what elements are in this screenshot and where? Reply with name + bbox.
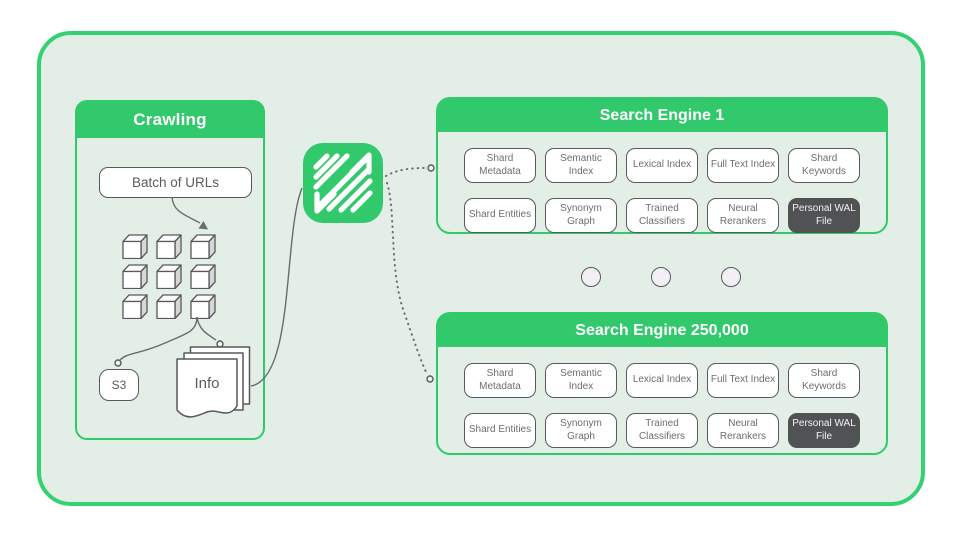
- chip-shard-entities: Shard Entities: [464, 198, 536, 233]
- cube-grid: [122, 234, 216, 319]
- cube-icon: [190, 234, 216, 259]
- chip-trained-classifiers: Trained Classifiers: [626, 198, 698, 233]
- chip-lexical-index: Lexical Index: [626, 148, 698, 183]
- chip-shard-keywords: Shard Keywords: [788, 148, 860, 183]
- chip-semantic-index: Semantic Index: [545, 363, 617, 398]
- chip-personal-wal-file: Personal WAL File: [788, 413, 860, 448]
- chip-personal-wal-file: Personal WAL File: [788, 198, 860, 233]
- diagonal-stripes-logo: [303, 143, 383, 223]
- cube-icon: [122, 264, 148, 289]
- chip-synonym-graph: Synonym Graph: [545, 413, 617, 448]
- chip-semantic-index: Semantic Index: [545, 148, 617, 183]
- engine-1-chip-row-1: Shard Metadata Semantic Index Lexical In…: [438, 148, 886, 183]
- ellipsis-circle: [721, 267, 741, 287]
- cube-icon: [190, 264, 216, 289]
- chip-shard-entities: Shard Entities: [464, 413, 536, 448]
- crawling-panel: Crawling Batch of URLs S3: [75, 100, 265, 440]
- search-engine-250000-panel: Search Engine 250,000 Shard Metadata Sem…: [436, 312, 888, 455]
- ellipsis-circle: [651, 267, 671, 287]
- crawling-header: Crawling: [77, 102, 263, 138]
- chip-neural-rerankers: Neural Rerankers: [707, 198, 779, 233]
- info-document-stack-icon: [176, 346, 251, 418]
- chip-lexical-index: Lexical Index: [626, 363, 698, 398]
- cube-icon: [156, 294, 182, 319]
- cube-icon: [122, 294, 148, 319]
- search-engine-1-header: Search Engine 1: [438, 99, 886, 132]
- chip-shard-keywords: Shard Keywords: [788, 363, 860, 398]
- diagonal-stripes-icon: [313, 152, 373, 214]
- info-label: Info: [194, 375, 220, 392]
- chip-full-text-index: Full Text Index: [707, 363, 779, 398]
- search-engine-1-panel: Search Engine 1 Shard Metadata Semantic …: [436, 97, 888, 234]
- engine-2-chip-row-2: Shard Entities Synonym Graph Trained Cla…: [438, 413, 886, 448]
- chip-neural-rerankers: Neural Rerankers: [707, 413, 779, 448]
- chip-shard-metadata: Shard Metadata: [464, 363, 536, 398]
- s3-box: S3: [99, 369, 139, 401]
- chip-trained-classifiers: Trained Classifiers: [626, 413, 698, 448]
- cube-icon: [156, 234, 182, 259]
- cube-icon: [156, 264, 182, 289]
- cube-icon: [190, 294, 216, 319]
- engine-2-chip-row-1: Shard Metadata Semantic Index Lexical In…: [438, 363, 886, 398]
- batch-of-urls-box: Batch of URLs: [99, 167, 252, 198]
- chip-shard-metadata: Shard Metadata: [464, 148, 536, 183]
- cube-icon: [122, 234, 148, 259]
- ellipsis-circle: [581, 267, 601, 287]
- chip-full-text-index: Full Text Index: [707, 148, 779, 183]
- chip-synonym-graph: Synonym Graph: [545, 198, 617, 233]
- search-engine-250000-header: Search Engine 250,000: [438, 314, 886, 347]
- engine-1-chip-row-2: Shard Entities Synonym Graph Trained Cla…: [438, 198, 886, 233]
